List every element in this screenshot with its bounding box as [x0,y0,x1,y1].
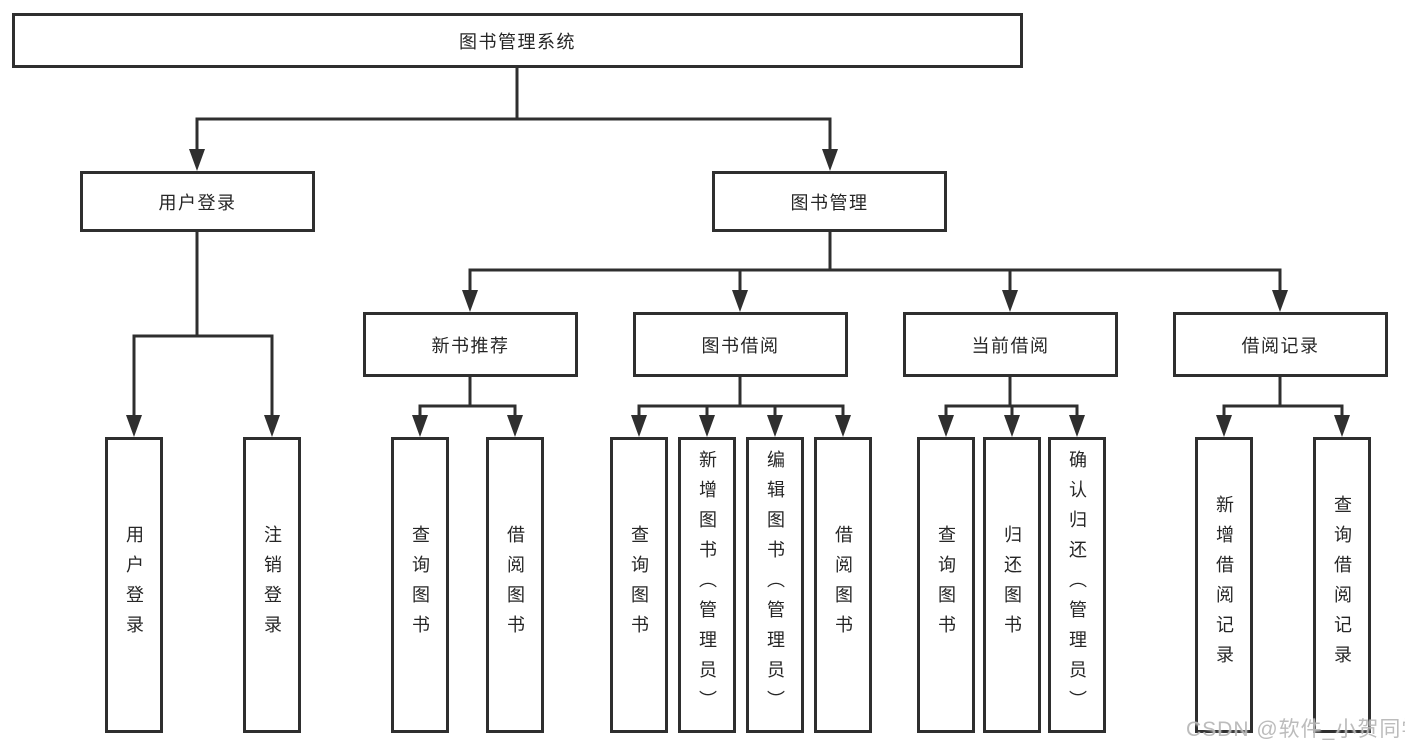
leaf-current-query-books: 查询图书 [917,437,975,733]
tree-connector-lines [132,66,1344,420]
leaf-user-login: 用户登录 [105,437,163,733]
node-new-book-recommendation: 新书推荐 [363,312,578,377]
node-borrowing-records: 借阅记录 [1173,312,1388,377]
leaf-borrowing-borrow-books: 借阅图书 [814,437,872,733]
arrow-down-icons [126,149,1350,437]
node-user-login: 用户登录 [80,171,315,232]
leaf-records-query-borrow-record: 查询借阅记录 [1313,437,1371,733]
leaf-logout: 注销登录 [243,437,301,733]
node-book-borrowing: 图书借阅 [633,312,848,377]
leaf-recommend-query-books: 查询图书 [391,437,449,733]
leaf-current-confirm-return-admin: 确认归还（管理员） [1048,437,1106,733]
node-book-management: 图书管理 [712,171,947,232]
leaf-recommend-borrow-books: 借阅图书 [486,437,544,733]
node-current-borrowing: 当前借阅 [903,312,1118,377]
leaf-records-add-borrow-record: 新增借阅记录 [1195,437,1253,733]
leaf-borrowing-query-books: 查询图书 [610,437,668,733]
leaf-borrowing-add-books-admin: 新增图书（管理员） [678,437,736,733]
csdn-watermark: CSDN @软件_小贺同学 [1186,718,1405,741]
node-library-management-system: 图书管理系统 [12,13,1023,68]
leaf-borrowing-edit-books-admin: 编辑图书（管理员） [746,437,804,733]
leaf-current-return-books: 归还图书 [983,437,1041,733]
